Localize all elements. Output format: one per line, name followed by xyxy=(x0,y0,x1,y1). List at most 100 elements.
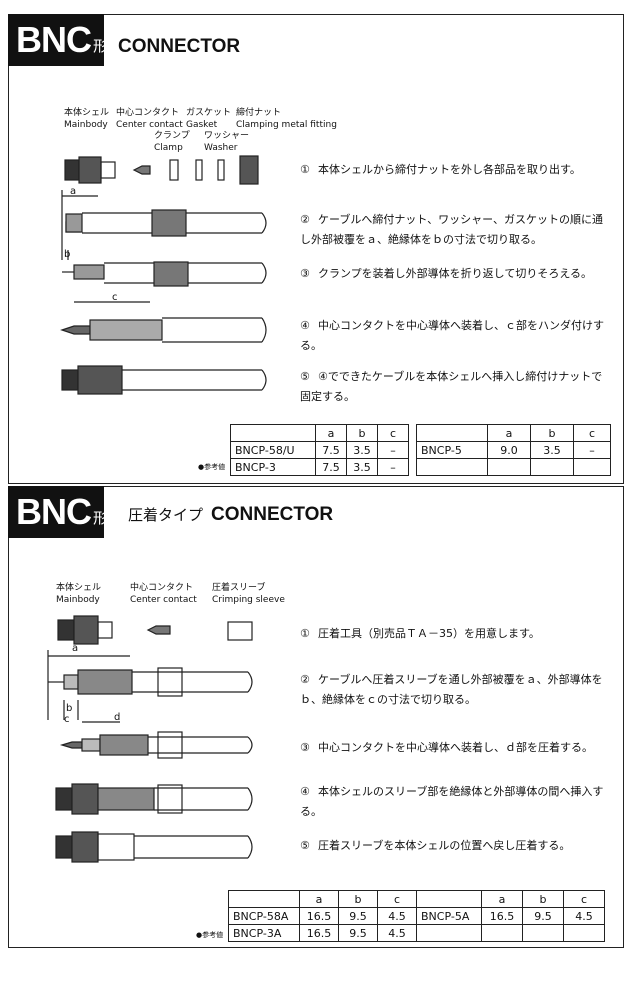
badge-suffix: 形 xyxy=(93,36,109,55)
part-label-center-contact: 中心コンタクト Center contact xyxy=(116,107,183,131)
text: 本体シェル xyxy=(64,108,110,118)
section-crimp-connector: BNC 形 xyxy=(8,486,624,948)
assembled-connector-drawing xyxy=(61,365,267,395)
text: ② xyxy=(300,673,310,686)
text: クランプを装着し外部導体を折り返して切りそろえる。 xyxy=(318,267,593,280)
table-cell: – xyxy=(573,441,611,459)
text: ケーブルへ圧着スリーブを通し外部被覆をａ、外部導体をｂ、絶縁体をｃの寸法で切り取… xyxy=(300,673,603,706)
dim-label-a: a xyxy=(72,643,79,654)
table-cell: 3.5 xyxy=(346,458,378,476)
exploded-parts-drawing xyxy=(64,155,259,185)
table-header-cell: c xyxy=(563,890,605,908)
table-cell xyxy=(573,458,611,476)
table-cell: 16.5 xyxy=(299,907,339,925)
text: 中心コンタクトを中心導体へ装着し、ｄ部を圧着する。 xyxy=(318,741,593,754)
text: 中心コンタクトを中心導体へ装着し、ｃ部をハンダ付けする。 xyxy=(300,319,604,352)
title-text: CONNECTOR xyxy=(211,504,334,525)
table-cell: 3.5 xyxy=(530,441,574,459)
cable-clamp-drawing xyxy=(62,261,267,287)
text: Gasket xyxy=(186,120,218,130)
table-cell xyxy=(416,924,482,942)
text: 本体シェルから締付ナットを外し各部品を取り出す。 xyxy=(318,163,581,176)
table-cell: BNCP-5A xyxy=(416,907,482,925)
table-header-cell: a xyxy=(487,424,531,442)
text: ワッシャー xyxy=(204,131,250,141)
table-cell: 16.5 xyxy=(299,924,339,942)
step-3: ③ クランプを装着し外部導体を折り返して切りそろえる。 xyxy=(300,264,610,284)
badge-suffix: 形 xyxy=(93,508,109,527)
text: ④でできたケーブルを本体シェルへ挿入し締付けナットで固定する。 xyxy=(300,370,603,403)
table-header-cell xyxy=(416,424,488,442)
table-cell xyxy=(522,924,564,942)
reference-note: ●参考値 xyxy=(196,931,224,939)
section-title: 圧着タイプ CONNECTOR xyxy=(128,504,333,526)
crimp-parts-drawing xyxy=(57,615,253,645)
text: ⑤ xyxy=(300,839,310,852)
table-row xyxy=(416,458,611,476)
table-header-cell xyxy=(416,890,482,908)
title-jp: 圧着タイプ xyxy=(128,507,204,524)
table-cell: 9.5 xyxy=(522,907,564,925)
text: ② xyxy=(300,213,310,226)
text: ③ xyxy=(300,267,310,280)
table-row xyxy=(416,924,605,942)
table-cell: 4.5 xyxy=(563,907,605,925)
cable-contact-drawing xyxy=(60,301,267,343)
text: ① xyxy=(300,627,310,640)
text: 圧着スリーブ xyxy=(212,583,266,593)
badge-text: BNC xyxy=(16,491,92,532)
table-header-cell xyxy=(230,424,316,442)
badge-text: BNC xyxy=(16,19,92,60)
dim-label-d: d xyxy=(114,712,121,723)
table-cell: 7.5 xyxy=(315,441,347,459)
text: クランプ xyxy=(154,131,190,141)
section-badge: BNC 形 xyxy=(8,14,108,66)
table-cell xyxy=(481,924,523,942)
text: 締付ナット xyxy=(236,108,282,118)
section-crimpless-connector: BNC 形 xyxy=(8,14,624,484)
table-cell xyxy=(563,924,605,942)
text: Center contact xyxy=(116,120,183,130)
dim-label-c: c xyxy=(112,292,118,303)
text: ⑤ xyxy=(300,370,310,383)
table-cell: 9.5 xyxy=(338,907,378,925)
table-header-cell: c xyxy=(377,890,417,908)
table-header-cell: b xyxy=(522,890,564,908)
text: Crimping sleeve xyxy=(212,595,285,605)
text: Mainbody xyxy=(56,595,100,605)
table-cell xyxy=(530,458,574,476)
text: 中心コンタクト xyxy=(116,108,180,118)
dim-label-c: c xyxy=(64,714,70,725)
crimp-assembled-drawing xyxy=(55,831,253,863)
table-cell: BNCP-3 xyxy=(230,458,316,476)
text: Center contact xyxy=(130,595,197,605)
table-header-cell: a xyxy=(315,424,347,442)
table-cell: 4.5 xyxy=(377,907,417,925)
table-cell: 9.0 xyxy=(487,441,531,459)
dim-label-b: b xyxy=(66,703,73,714)
table-header-cell: c xyxy=(573,424,611,442)
text: 本体シェルのスリーブ部を絶縁体と外部導体の間へ挿入する。 xyxy=(300,785,604,818)
table-header-cell xyxy=(228,890,300,908)
text: ケーブルへ締付ナット、ワッシャー、ガスケットの順に通し外部被覆をａ、絶縁体をｂの… xyxy=(300,213,604,246)
table-cell xyxy=(487,458,531,476)
crimp-cable-stripped-drawing xyxy=(47,650,253,720)
